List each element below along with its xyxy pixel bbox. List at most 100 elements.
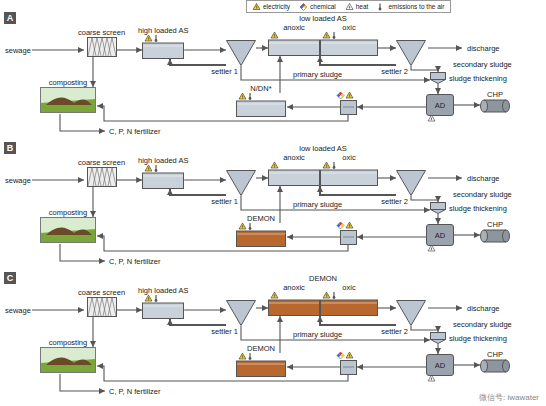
flow-label: sewage <box>4 176 32 185</box>
unit-label: settler 2 <box>381 327 408 336</box>
thickener-symbol <box>430 72 446 84</box>
panel-letter: C <box>7 272 14 284</box>
unit-label: CHP <box>487 90 503 99</box>
sludge-line <box>357 236 426 237</box>
flow-connector <box>378 177 396 178</box>
settler-tank: settler 2 <box>396 170 426 196</box>
aeration-tank: high loaded AS <box>138 156 188 189</box>
unit-label: CHP <box>487 350 503 359</box>
panel-letter: B <box>4 142 16 154</box>
resource-icons <box>337 92 435 121</box>
composting-field: composting <box>40 338 96 373</box>
legend-item: electricity <box>253 2 290 11</box>
flow-label: sewage <box>4 306 32 315</box>
tank-symbol <box>268 32 320 56</box>
thickener: sludge thickening <box>430 72 507 84</box>
flow-label: C, P, N fertilizer <box>108 257 162 266</box>
composting-field: composting <box>40 78 96 113</box>
flow-connector <box>320 186 396 195</box>
flow-connector <box>411 196 438 202</box>
tank-label: high loaded AS <box>138 286 188 295</box>
tank-label: DEMON <box>247 214 275 223</box>
watermark: 微信号: iwawater <box>478 393 540 402</box>
flow-connector <box>241 66 430 80</box>
flow-connector <box>320 316 396 325</box>
unit-label: AD <box>435 231 445 240</box>
legend-symbol <box>378 3 386 11</box>
settler-symbol <box>226 40 256 66</box>
unit-label: composting <box>49 338 87 347</box>
inflow-arrow <box>32 309 84 310</box>
resource-icons <box>337 352 435 381</box>
unit-label: sludge thickening <box>449 204 507 213</box>
unit-label: sludge thickening <box>449 334 507 343</box>
outflow-arrow <box>428 177 462 178</box>
tank-symbol <box>142 165 184 189</box>
tank-label: anoxic <box>283 23 305 32</box>
flow-label: secondary sludge <box>452 190 513 199</box>
resource-icons <box>337 222 435 251</box>
flow-connector <box>184 179 226 180</box>
flow-connector <box>256 307 268 308</box>
chp-symbol <box>480 359 510 373</box>
flow-connector <box>241 196 430 210</box>
screen-symbol <box>87 167 117 187</box>
flow-connector <box>279 56 280 93</box>
settler-tank: settler 1 <box>226 300 256 326</box>
flow-connector <box>378 307 396 308</box>
tank-symbol <box>142 295 184 319</box>
legend-symbol <box>253 3 261 11</box>
flow-label: primary sludge <box>292 330 343 339</box>
dewatering-unit <box>341 361 357 375</box>
flow-connector <box>184 309 226 310</box>
digester: AD <box>426 94 454 116</box>
settler-tank: settler 1 <box>226 170 256 196</box>
flow-label: secondary sludge <box>452 320 513 329</box>
screen-symbol <box>87 37 117 57</box>
unit-label: sludge thickening <box>449 74 507 83</box>
tank-label: low loaded AS <box>299 144 347 153</box>
outflow-arrow <box>428 47 462 48</box>
dewatering-unit <box>341 231 357 245</box>
unit-label: settler 2 <box>381 197 408 206</box>
chp-symbol <box>480 99 510 113</box>
digester: AD <box>426 224 454 246</box>
aeration-tank: high loaded AS <box>138 26 188 59</box>
product-arrow <box>60 244 105 261</box>
flow-connector <box>92 187 93 217</box>
tank-symbol <box>268 292 320 316</box>
flow-connector <box>117 49 143 50</box>
tank-label: low loaded AS <box>299 14 347 23</box>
thickener: sludge thickening <box>430 332 507 344</box>
settler-symbol <box>226 170 256 196</box>
legend-item: heat <box>346 2 369 11</box>
flow-connector <box>279 316 280 353</box>
treatment-tank: low loaded ASanoxicoxic <box>268 144 378 186</box>
legend-item: emissions to the air <box>378 2 444 11</box>
flow-connector <box>117 179 143 180</box>
tank-symbol <box>268 162 320 186</box>
chp-unit: CHP <box>480 220 510 243</box>
tank-zone: anoxic <box>268 283 320 316</box>
flow-label: discharge <box>466 44 501 53</box>
settler-symbol <box>396 170 426 196</box>
tank-label: anoxic <box>283 283 305 292</box>
flow-label: sewage <box>4 46 32 55</box>
compost-picture <box>40 87 96 113</box>
flow-label: C, P, N fertilizer <box>108 127 162 136</box>
chp-unit: CHP <box>480 90 510 113</box>
tank-label: anoxic <box>283 153 305 162</box>
legend-item: chemical <box>300 2 336 11</box>
settler-symbol <box>396 300 426 326</box>
sludge-line <box>97 106 348 121</box>
flow-label: discharge <box>466 304 501 313</box>
sidestream-tank: DEMON <box>236 214 286 247</box>
flow-connector <box>378 47 396 48</box>
flow-label: discharge <box>466 174 501 183</box>
dewatering-screw <box>343 237 354 238</box>
flow-connector <box>437 344 438 354</box>
tank-symbol <box>236 93 286 117</box>
panel-letter: B <box>7 142 14 154</box>
chp-unit: CHP <box>480 350 510 373</box>
